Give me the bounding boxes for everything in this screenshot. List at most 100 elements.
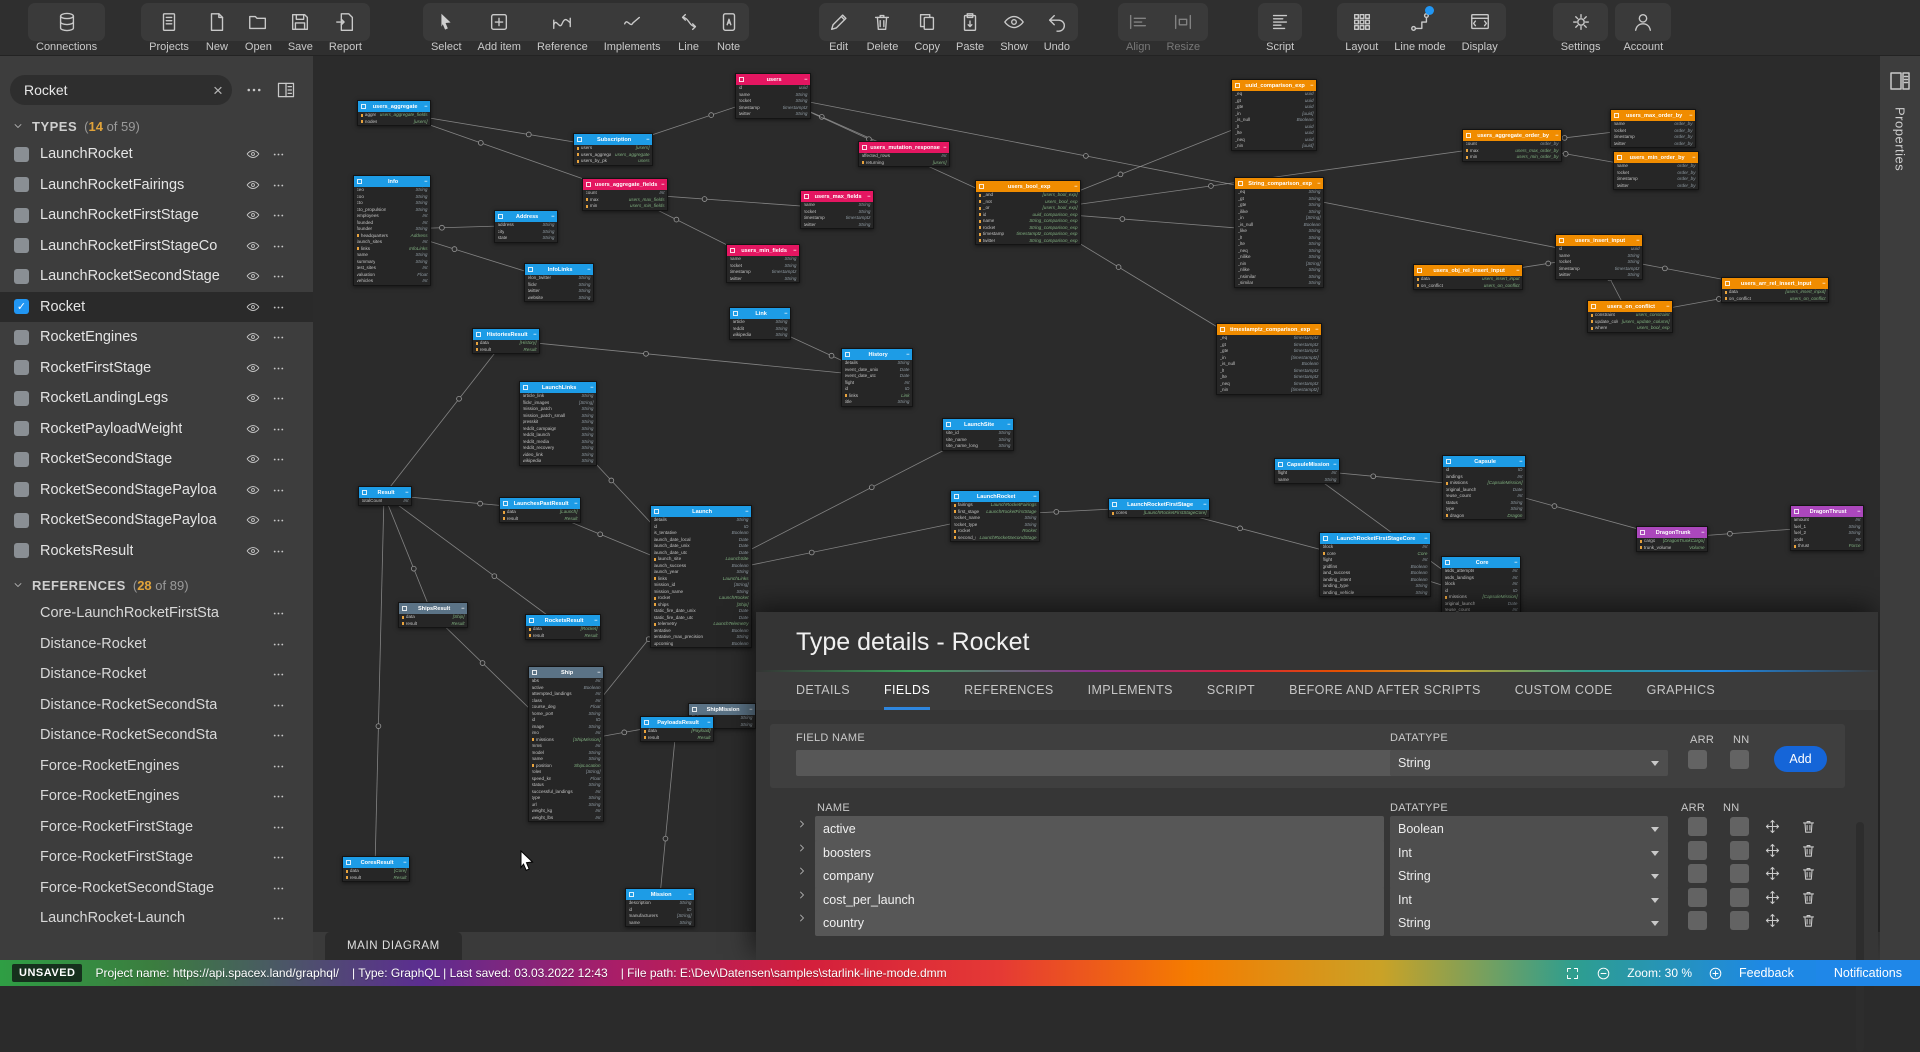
entity-header[interactable]: Address−: [495, 211, 557, 222]
entity-header[interactable]: PayloadsResult−: [641, 717, 713, 728]
item-menu-dots-icon[interactable]: [272, 545, 285, 558]
field-arr-checkbox[interactable]: [1688, 817, 1707, 836]
entity-header[interactable]: users_aggregate−: [358, 101, 430, 112]
properties-label[interactable]: Properties: [1892, 107, 1908, 172]
toolbar-button-connections[interactable]: Connections: [28, 0, 105, 55]
sidebar-type-item-LaunchRocketFairings[interactable]: LaunchRocketFairings: [0, 170, 313, 201]
item-menu-dots-icon[interactable]: [272, 331, 285, 344]
sidebar-type-item-RocketLandingLegs[interactable]: RocketLandingLegs: [0, 383, 313, 414]
type-visibility-checkbox[interactable]: [14, 512, 29, 528]
datatype-select[interactable]: String: [1390, 750, 1668, 776]
item-menu-dots-icon[interactable]: [272, 209, 285, 222]
field-nn-checkbox[interactable]: [1730, 840, 1749, 860]
field-nn-checkbox[interactable]: [1730, 817, 1749, 836]
sidebar-reference-item-Core-LaunchRocketFirstSta[interactable]: Core-LaunchRocketFirstSta: [0, 598, 313, 629]
eye-icon[interactable]: [246, 300, 260, 314]
entity-collapse-icon[interactable]: −: [745, 508, 749, 515]
add-button[interactable]: Add: [1774, 746, 1827, 772]
entity-header[interactable]: DragonThrust−: [1791, 506, 1863, 517]
item-menu-dots-icon[interactable]: [272, 514, 285, 527]
entity-collapse-icon[interactable]: −: [1666, 303, 1670, 310]
entity-collapse-icon[interactable]: −: [784, 310, 788, 317]
toolbar-button-layout[interactable]: Layout: [1337, 0, 1386, 55]
entity-header[interactable]: HistoriesResult−: [473, 329, 539, 340]
entity-collapse-icon[interactable]: −: [1007, 421, 1011, 428]
entity-collapse-icon[interactable]: −: [424, 103, 428, 110]
types-section-header[interactable]: TYPES (14 of 59): [0, 113, 313, 139]
entity-collapse-icon[interactable]: −: [1317, 180, 1321, 187]
sidebar-reference-item-LaunchRocket-Launch[interactable]: LaunchRocket-Launch: [0, 903, 313, 934]
entity-collapse-icon[interactable]: −: [1689, 112, 1693, 119]
entity-header[interactable]: Launch−: [651, 506, 751, 517]
entity-header[interactable]: users_min_fields−: [727, 245, 799, 256]
entity-collapse-icon[interactable]: −: [793, 247, 797, 254]
sidebar-type-item-RocketPayloadWeight[interactable]: RocketPayloadWeight: [0, 414, 313, 445]
trash-icon[interactable]: [1800, 912, 1817, 929]
sidebar-type-item-RocketEngines[interactable]: RocketEngines: [0, 322, 313, 353]
entity-collapse-icon[interactable]: −: [587, 266, 591, 273]
references-section-header[interactable]: REFERENCES (28 of 89): [0, 572, 313, 598]
trash-icon[interactable]: [1800, 889, 1817, 906]
eye-icon[interactable]: [246, 544, 260, 558]
sidebar-reference-item-Force-RocketSecondStage[interactable]: Force-RocketSecondStage: [0, 873, 313, 904]
item-menu-dots-icon[interactable]: [272, 882, 285, 895]
toolbar-button-script[interactable]: Script: [1258, 0, 1302, 55]
item-menu-dots-icon[interactable]: [272, 912, 285, 925]
entity-header[interactable]: Mission−: [626, 889, 694, 900]
field-arr-checkbox[interactable]: [1688, 840, 1707, 860]
item-menu-dots-icon[interactable]: [272, 790, 285, 803]
entity-header[interactable]: CoresResult−: [343, 857, 409, 868]
sidebar-reference-item-Distance-RocketSecondSta[interactable]: Distance-RocketSecondSta: [0, 720, 313, 751]
entity-header[interactable]: users_obj_rel_insert_input−: [1414, 265, 1522, 276]
search-clear-icon[interactable]: ×: [213, 80, 223, 100]
toolbar-button-report[interactable]: Report: [321, 0, 370, 55]
panel-tab-fields[interactable]: FIELDS: [883, 672, 931, 710]
entity-collapse-icon[interactable]: −: [1701, 529, 1705, 536]
entity-collapse-icon[interactable]: −: [688, 891, 692, 898]
entity-collapse-icon[interactable]: −: [749, 706, 753, 713]
panel-tab-before-and-after-scripts[interactable]: BEFORE AND AFTER SCRIPTS: [1289, 682, 1481, 697]
zoom-in-icon[interactable]: [1708, 966, 1723, 981]
entity-header[interactable]: Result−: [359, 487, 411, 498]
nn-checkbox[interactable]: [1730, 750, 1749, 769]
panel-tab-custom-code[interactable]: CUSTOM CODE: [1514, 682, 1613, 697]
entity-collapse-icon[interactable]: −: [707, 719, 711, 726]
entity-collapse-icon[interactable]: −: [1310, 82, 1314, 89]
sidebar-type-item-RocketSecondStagePayloa[interactable]: RocketSecondStagePayloa: [0, 475, 313, 506]
entity-header[interactable]: Info−: [354, 176, 430, 187]
entity-Subscription[interactable]: Subscription−users[users]users_aggregate…: [573, 133, 653, 166]
eye-icon[interactable]: [246, 330, 260, 344]
type-visibility-checkbox[interactable]: [14, 390, 29, 406]
toolbar-button-add-item[interactable]: Add item: [470, 0, 529, 55]
field-nn-checkbox[interactable]: [1730, 887, 1749, 907]
entity-collapse-icon[interactable]: −: [590, 384, 594, 391]
sidebar-type-item-RocketSecondStagePayloa[interactable]: RocketSecondStagePayloa: [0, 505, 313, 536]
toolbar-button-projects[interactable]: Projects: [141, 0, 197, 55]
type-visibility-checkbox[interactable]: [14, 543, 29, 559]
item-menu-dots-icon[interactable]: [272, 821, 285, 834]
item-menu-dots-icon[interactable]: [272, 392, 285, 405]
eye-icon[interactable]: [246, 513, 260, 527]
toolbar-button-line[interactable]: Line: [669, 0, 709, 55]
move-icon[interactable]: [1764, 889, 1781, 906]
item-menu-dots-icon[interactable]: [272, 638, 285, 651]
feedback-button[interactable]: Feedback: [1739, 966, 1794, 980]
toolbar-button-implements[interactable]: Implements: [596, 0, 669, 55]
type-visibility-checkbox[interactable]: [14, 482, 29, 498]
entity-header[interactable]: LaunchesPastResult−: [500, 498, 580, 509]
entity-collapse-icon[interactable]: −: [1516, 267, 1520, 274]
panel-tab-details[interactable]: DETAILS: [796, 682, 850, 697]
sidebar-columns-icon[interactable]: [276, 80, 296, 100]
move-icon[interactable]: [1764, 865, 1781, 882]
sidebar-type-item-RocketsResult[interactable]: RocketsResult: [0, 536, 313, 567]
entity-LaunchRocketFirstStage[interactable]: LaunchRocketFirstStage−cores[LaunchRocke…: [1108, 498, 1210, 518]
